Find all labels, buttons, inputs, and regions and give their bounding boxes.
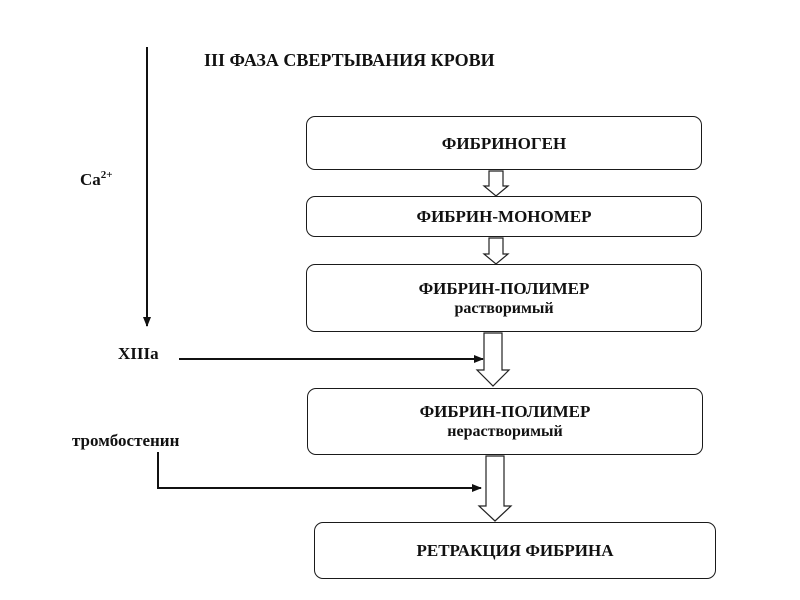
box-subtitle: растворимый (454, 299, 554, 317)
calcium-label: Ca2+ (80, 170, 113, 190)
box-title: ФИБРИН-МОНОМЕР (416, 207, 592, 226)
fibrin-monomer-box: ФИБРИН-МОНОМЕР (306, 196, 702, 237)
thrombostenin-arrow (157, 452, 482, 492)
thrombostenin-label: тромбостенин (72, 431, 180, 450)
flow-arrow-4 (477, 455, 513, 522)
box-title: РЕТРАКЦИЯ ФИБРИНА (416, 541, 614, 560)
calcium-base: Ca (80, 170, 101, 189)
box-title: ФИБРИН-ПОЛИМЕР (419, 402, 591, 421)
flow-arrow-2 (482, 237, 510, 265)
calcium-charge: 2+ (100, 169, 113, 181)
flow-arrow-3 (475, 332, 511, 387)
factor-xiiia-label: XIIIa (118, 344, 159, 363)
fibrinogen-box: ФИБРИНОГЕН (306, 116, 702, 170)
insoluble-fibrin-polymer-box: ФИБРИН-ПОЛИМЕР нерастворимый (307, 388, 703, 455)
fibrin-retraction-box: РЕТРАКЦИЯ ФИБРИНА (314, 522, 716, 579)
box-title: ФИБРИНОГЕН (441, 133, 567, 153)
diagram-title: III ФАЗА СВЕРТЫВАНИЯ КРОВИ (204, 50, 495, 70)
soluble-fibrin-polymer-box: ФИБРИН-ПОЛИМЕР растворимый (306, 264, 702, 332)
box-subtitle: нерастворимый (447, 423, 563, 440)
flow-arrow-1 (482, 170, 510, 197)
box-title: ФИБРИН-ПОЛИМЕР (418, 278, 590, 298)
